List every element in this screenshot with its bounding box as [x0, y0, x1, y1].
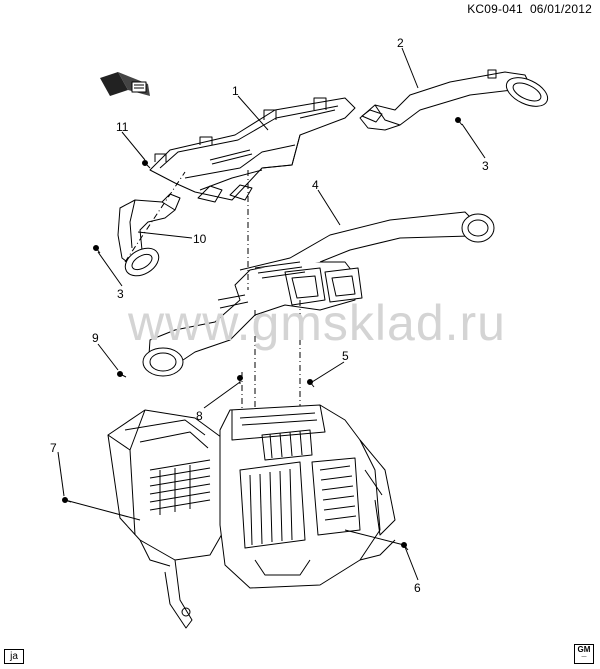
logo-text: GM — [577, 645, 591, 654]
part-2-right-duct — [359, 69, 549, 131]
part-4-floor-duct — [142, 211, 495, 377]
callout-4: 4 — [312, 178, 319, 192]
callout-2: 2 — [397, 36, 404, 50]
diagram-date: 06/01/2012 — [529, 2, 592, 16]
screw-3-upper-icon — [455, 117, 463, 126]
callout-labels: 1 2 3 3 4 5 6 7 8 9 10 11 — [50, 36, 489, 595]
part-1-center-duct — [149, 97, 356, 203]
front-arrow-icon — [100, 72, 150, 96]
callout-11: 11 — [116, 120, 129, 134]
callout-1: 1 — [232, 84, 239, 98]
screw-3-lower-icon — [93, 245, 101, 254]
part-10-left-duct — [117, 193, 181, 277]
diagram-code: KC09-041 06/01/2012 — [467, 2, 592, 16]
callout-6: 6 — [414, 581, 421, 595]
language-tag: ja — [4, 649, 24, 664]
callout-3-upper: 3 — [482, 159, 489, 173]
screw-5-icon — [307, 379, 315, 388]
screw-6-icon — [401, 542, 409, 551]
callout-9: 9 — [92, 331, 99, 345]
screw-11-icon — [142, 160, 151, 169]
gm-logo-icon: GM — — [574, 644, 594, 664]
fasteners — [62, 117, 463, 551]
callout-5: 5 — [342, 349, 349, 363]
callout-8: 8 — [196, 409, 203, 423]
callout-10: 10 — [193, 232, 207, 246]
diagram-id: KC09-041 — [467, 2, 523, 16]
callout-7: 7 — [50, 441, 57, 455]
screw-9-icon — [117, 371, 127, 378]
callout-3-lower: 3 — [117, 287, 124, 301]
hvac-module-housing — [107, 404, 396, 629]
leader-lines — [57, 47, 486, 581]
screw-8-icon — [237, 375, 243, 384]
